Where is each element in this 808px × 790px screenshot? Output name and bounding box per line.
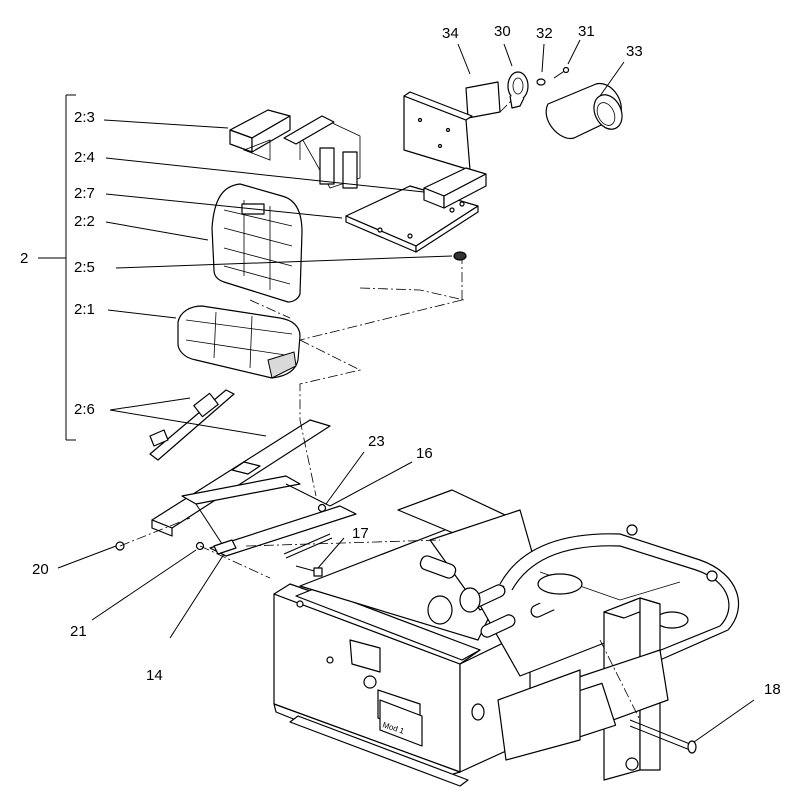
callout-2-6: 2:6 xyxy=(74,401,95,418)
seat-cushion-2-1 xyxy=(177,305,301,379)
callout-21: 21 xyxy=(70,623,87,640)
nut-23 xyxy=(317,503,327,513)
group-bracket-2 xyxy=(38,94,76,441)
leader-lines xyxy=(57,39,755,743)
callout-31: 31 xyxy=(578,23,595,40)
callout-2-2: 2:2 xyxy=(74,213,95,230)
callout-23: 23 xyxy=(368,433,385,450)
callout-14: 14 xyxy=(146,667,163,684)
callout-2-3: 2:3 xyxy=(74,109,95,126)
clamp-30 xyxy=(507,71,529,109)
cylinder-33 xyxy=(545,82,623,139)
callout-2-7: 2:7 xyxy=(74,185,95,202)
screw-31 xyxy=(553,66,570,79)
callout-32: 32 xyxy=(536,25,553,42)
armrest-pad-2-3 xyxy=(229,109,291,161)
callout-17: 17 xyxy=(352,525,369,542)
callout-16: 16 xyxy=(416,445,433,462)
callout-20: 20 xyxy=(32,561,49,578)
callout-2-1: 2:1 xyxy=(74,301,95,318)
seat-mount-bracket-14 xyxy=(181,475,357,557)
washer-32 xyxy=(536,78,546,86)
callout-2: 2 xyxy=(20,250,28,267)
callout-2-5: 2:5 xyxy=(74,259,95,276)
callout-labels: 34 30 32 31 33 2:3 2:4 2:7 2:2 2 2:5 2:1… xyxy=(20,23,781,698)
armrest-pad-2-4 xyxy=(423,167,487,209)
callout-34: 34 xyxy=(442,25,459,42)
callout-33: 33 xyxy=(626,43,643,60)
pin-18 xyxy=(629,719,697,754)
cover-plate-34 xyxy=(465,81,501,119)
seat-back-cushion-2-2 xyxy=(211,183,303,303)
seat-back-frame xyxy=(283,91,479,253)
assembly-center-lines xyxy=(119,99,641,721)
callout-30: 30 xyxy=(494,23,511,40)
rod-16 xyxy=(283,533,333,559)
knob-2-5 xyxy=(453,251,467,261)
callout-18: 18 xyxy=(764,681,781,698)
callout-2-4: 2:4 xyxy=(74,149,95,166)
slide-rail-2-6-upper xyxy=(149,389,235,461)
chassis-frame xyxy=(273,489,740,787)
